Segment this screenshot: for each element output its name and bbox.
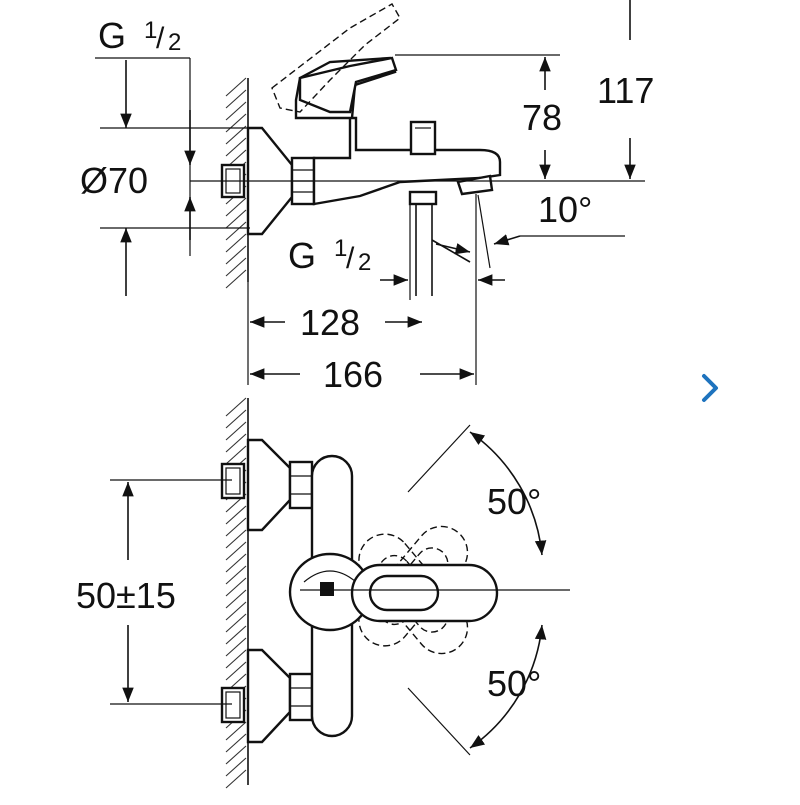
width-166-label: 166 [323,354,383,395]
diverter-knob [409,120,437,156]
svg-text:/: / [346,242,355,275]
thread-top-main: G [98,15,126,56]
height-78-label: 78 [522,97,562,138]
thread-bottom-main: G [288,235,316,276]
thread-top-den: 2 [168,29,181,56]
lever-dashed-position [271,3,401,113]
side-view [95,0,645,385]
angle-lower-label: 50° [487,663,541,704]
width-128-label: 128 [300,302,360,343]
thread-bottom-num: 1 [334,235,347,262]
centers-label: 50±15 [76,575,176,616]
svg-text:/: / [156,22,165,55]
angle-upper-label: 50° [487,481,541,522]
diameter-label: Ø70 [80,160,148,201]
chevron-right-icon[interactable] [696,368,726,408]
handle-indicator [320,582,334,596]
angle-10-label: 10° [538,189,592,230]
height-117-label: 117 [597,70,654,111]
escutcheon-upper [246,438,292,532]
hose-connector [408,190,438,206]
escutcheon-lower [246,648,292,744]
thread-top-num: 1 [144,17,157,44]
thread-bottom-den: 2 [358,249,371,276]
front-view [110,397,570,789]
